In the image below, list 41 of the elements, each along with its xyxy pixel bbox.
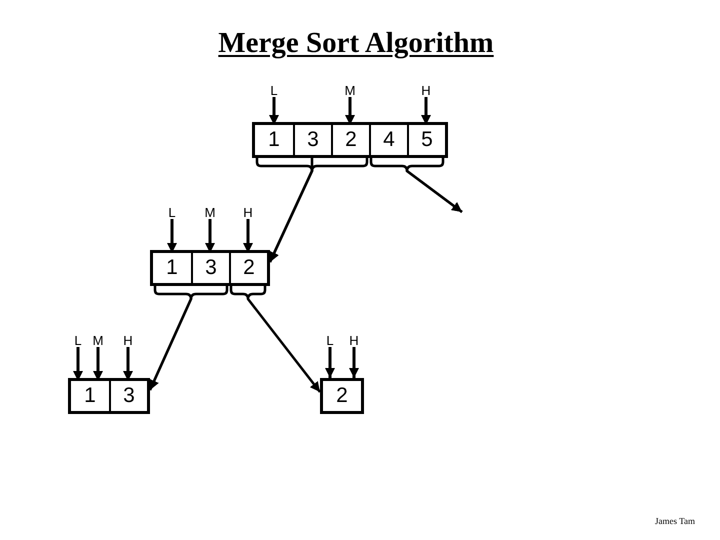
bracket-arrow <box>148 283 228 391</box>
array <box>252 122 448 158</box>
pointer-arrow <box>93 347 103 381</box>
pointer-label: M <box>204 206 216 219</box>
array-cell: 3 <box>191 253 229 283</box>
array-cell: 2 <box>320 378 364 414</box>
pointer-arrow <box>349 347 359 378</box>
array <box>68 378 150 414</box>
array-cell: 3 <box>293 125 331 155</box>
bracket-arrow <box>406 155 463 213</box>
bracket-arrow <box>268 155 368 263</box>
pointer-arrow <box>205 219 215 253</box>
pointer-arrow <box>269 97 279 125</box>
array-cell: 5 <box>407 125 445 155</box>
pointer-arrow <box>345 97 355 125</box>
pointer-arrow <box>243 219 253 253</box>
pointer-label: H <box>421 84 431 97</box>
array <box>150 250 270 286</box>
pointer-label: L <box>168 206 176 219</box>
pointer-label: M <box>344 84 356 97</box>
pointer-label: M <box>92 334 104 347</box>
pointer-arrow <box>421 97 431 125</box>
array-cell: 1 <box>71 381 109 411</box>
author-credit: James Tam <box>655 517 695 526</box>
array-cell: 1 <box>255 125 293 155</box>
pointer-arrow <box>123 347 133 381</box>
array-cell: 2 <box>331 125 369 155</box>
array-cell: 2 <box>229 253 267 283</box>
pointer-label: L <box>74 334 82 347</box>
pointer-arrow <box>325 347 335 378</box>
title: Merge Sort Algorithm <box>218 28 494 60</box>
pointer-label: L <box>326 334 334 347</box>
array-cell: 4 <box>369 125 407 155</box>
pointer-label: H <box>349 334 359 347</box>
pointer-label: H <box>123 334 133 347</box>
pointer-arrow <box>73 347 83 381</box>
pointer-arrow <box>167 219 177 253</box>
array-cell: 3 <box>109 381 147 411</box>
pointer-label: H <box>243 206 253 219</box>
pointer-label: L <box>270 84 278 97</box>
array-cell: 1 <box>153 253 191 283</box>
